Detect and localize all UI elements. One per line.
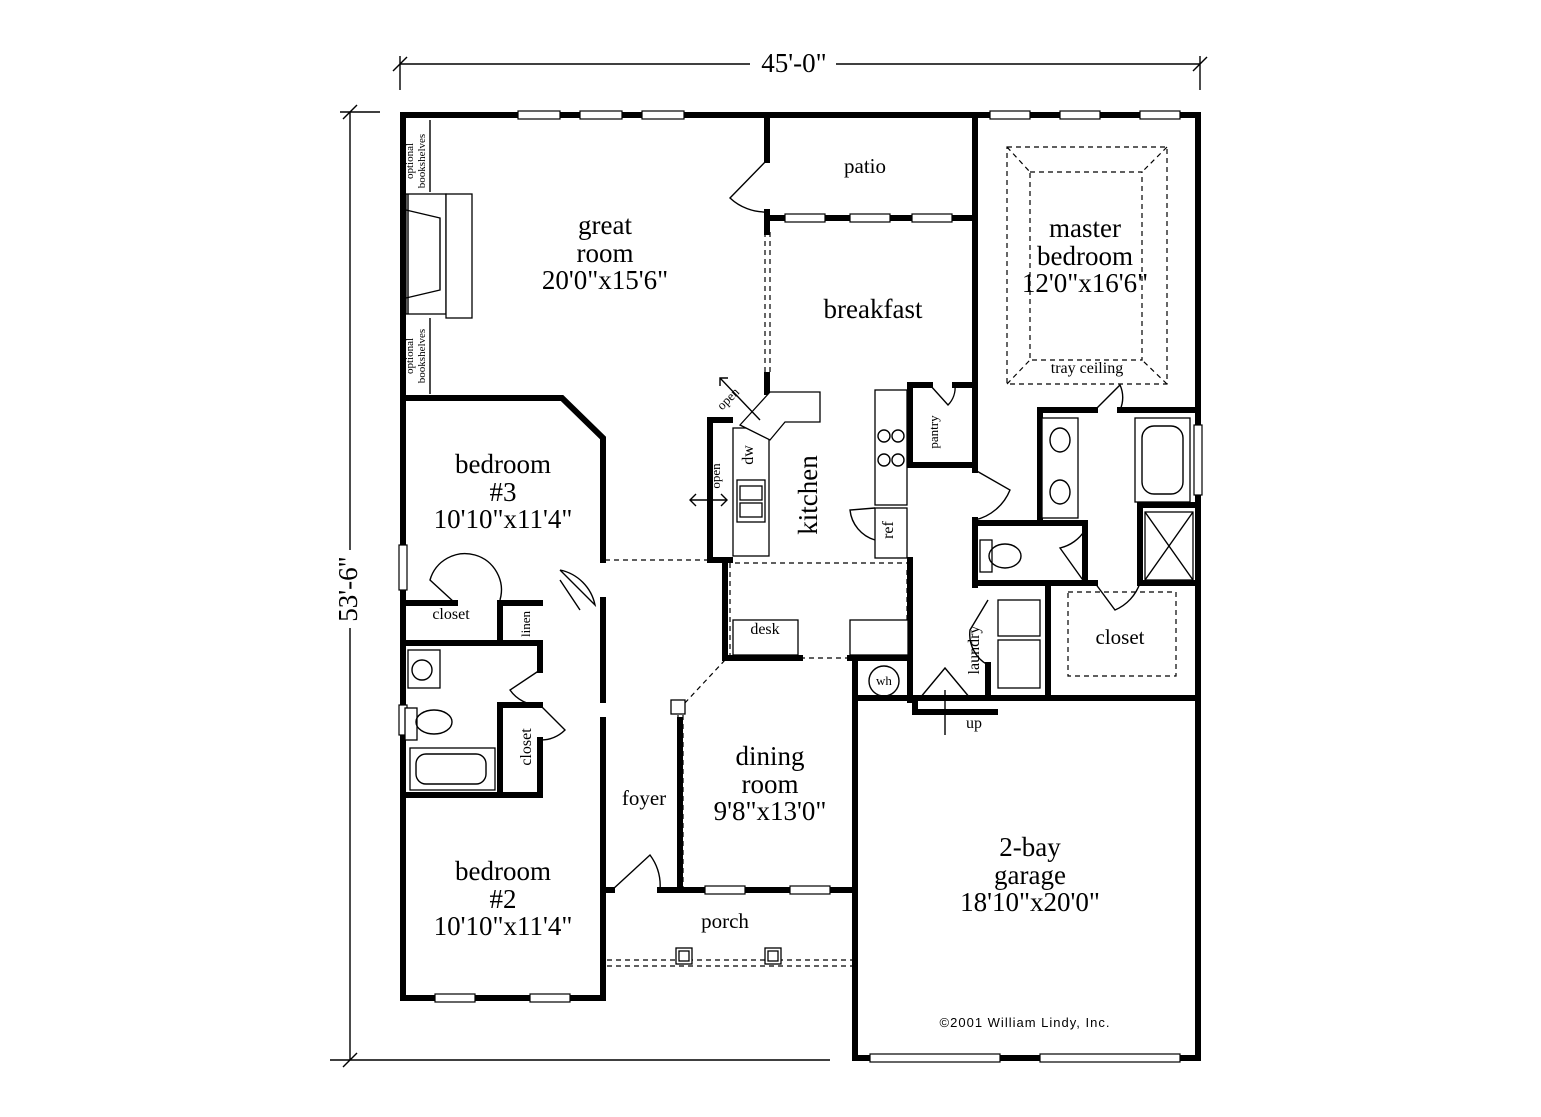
laundry-label: laundry — [966, 625, 983, 675]
bedroom-3-closet-label: closet — [432, 606, 470, 623]
kitchen-cabinets — [732, 389, 909, 656]
master-bedroom-label: master bedroom 12'0"x16'6" — [1021, 213, 1149, 299]
stairs — [919, 666, 971, 735]
tray-ceiling-label: tray ceiling — [1050, 360, 1124, 377]
water-heater-icon — [868, 665, 900, 697]
master-closet-label: closet — [1095, 625, 1145, 649]
open-arrows — [689, 377, 761, 507]
bath-fixtures — [404, 417, 1194, 791]
water-heater-label: wh — [876, 673, 892, 688]
bedroom-3-label: bedroom #3 10'10"x11'4" — [433, 449, 573, 535]
dining-room-label: dining room 9'8"x13'0" — [713, 741, 827, 827]
open-boundaries — [605, 232, 913, 967]
bookshelves-upper-label: optional bookshelves — [404, 133, 428, 189]
windows — [398, 110, 1203, 1063]
kitchen-label: kitchen — [793, 455, 823, 535]
bookshelves-lower-label: optional bookshelves — [404, 328, 428, 384]
linen-label: linen — [518, 611, 533, 637]
porch-posts — [670, 699, 782, 965]
closet-shelf — [1067, 591, 1177, 677]
bedroom-2-label: bedroom #2 10'10"x11'4" — [433, 856, 573, 942]
width-dimension: 45'-0" — [761, 48, 827, 78]
fireplace — [405, 120, 473, 394]
patio-label: patio — [844, 154, 886, 178]
pantry-label: pantry — [926, 415, 941, 449]
bedroom-2-closet-label: closet — [518, 728, 535, 766]
foyer-label: foyer — [621, 786, 667, 810]
open-left-label: open — [708, 463, 723, 489]
dishwasher-label: dw — [740, 445, 757, 465]
desk-label: desk — [750, 621, 780, 638]
breakfast-label: breakfast — [823, 294, 923, 324]
depth-dimension: 53'-6" — [333, 556, 363, 622]
porch-label: porch — [701, 909, 749, 933]
copyright-notice: ©2001 William Lindy, Inc. — [939, 1015, 1111, 1030]
tray-ceiling — [1006, 146, 1168, 385]
dimension-lines — [330, 56, 1208, 1068]
garage-label: 2-bay garage 18'10"x20'0" — [960, 832, 1100, 918]
great-room-label: great room 20'0"x15'6" — [541, 210, 669, 296]
doors — [429, 159, 1141, 891]
stairs-up-label: up — [966, 715, 982, 732]
interior-walls — [400, 112, 1201, 893]
refrigerator-label: ref — [880, 521, 897, 539]
